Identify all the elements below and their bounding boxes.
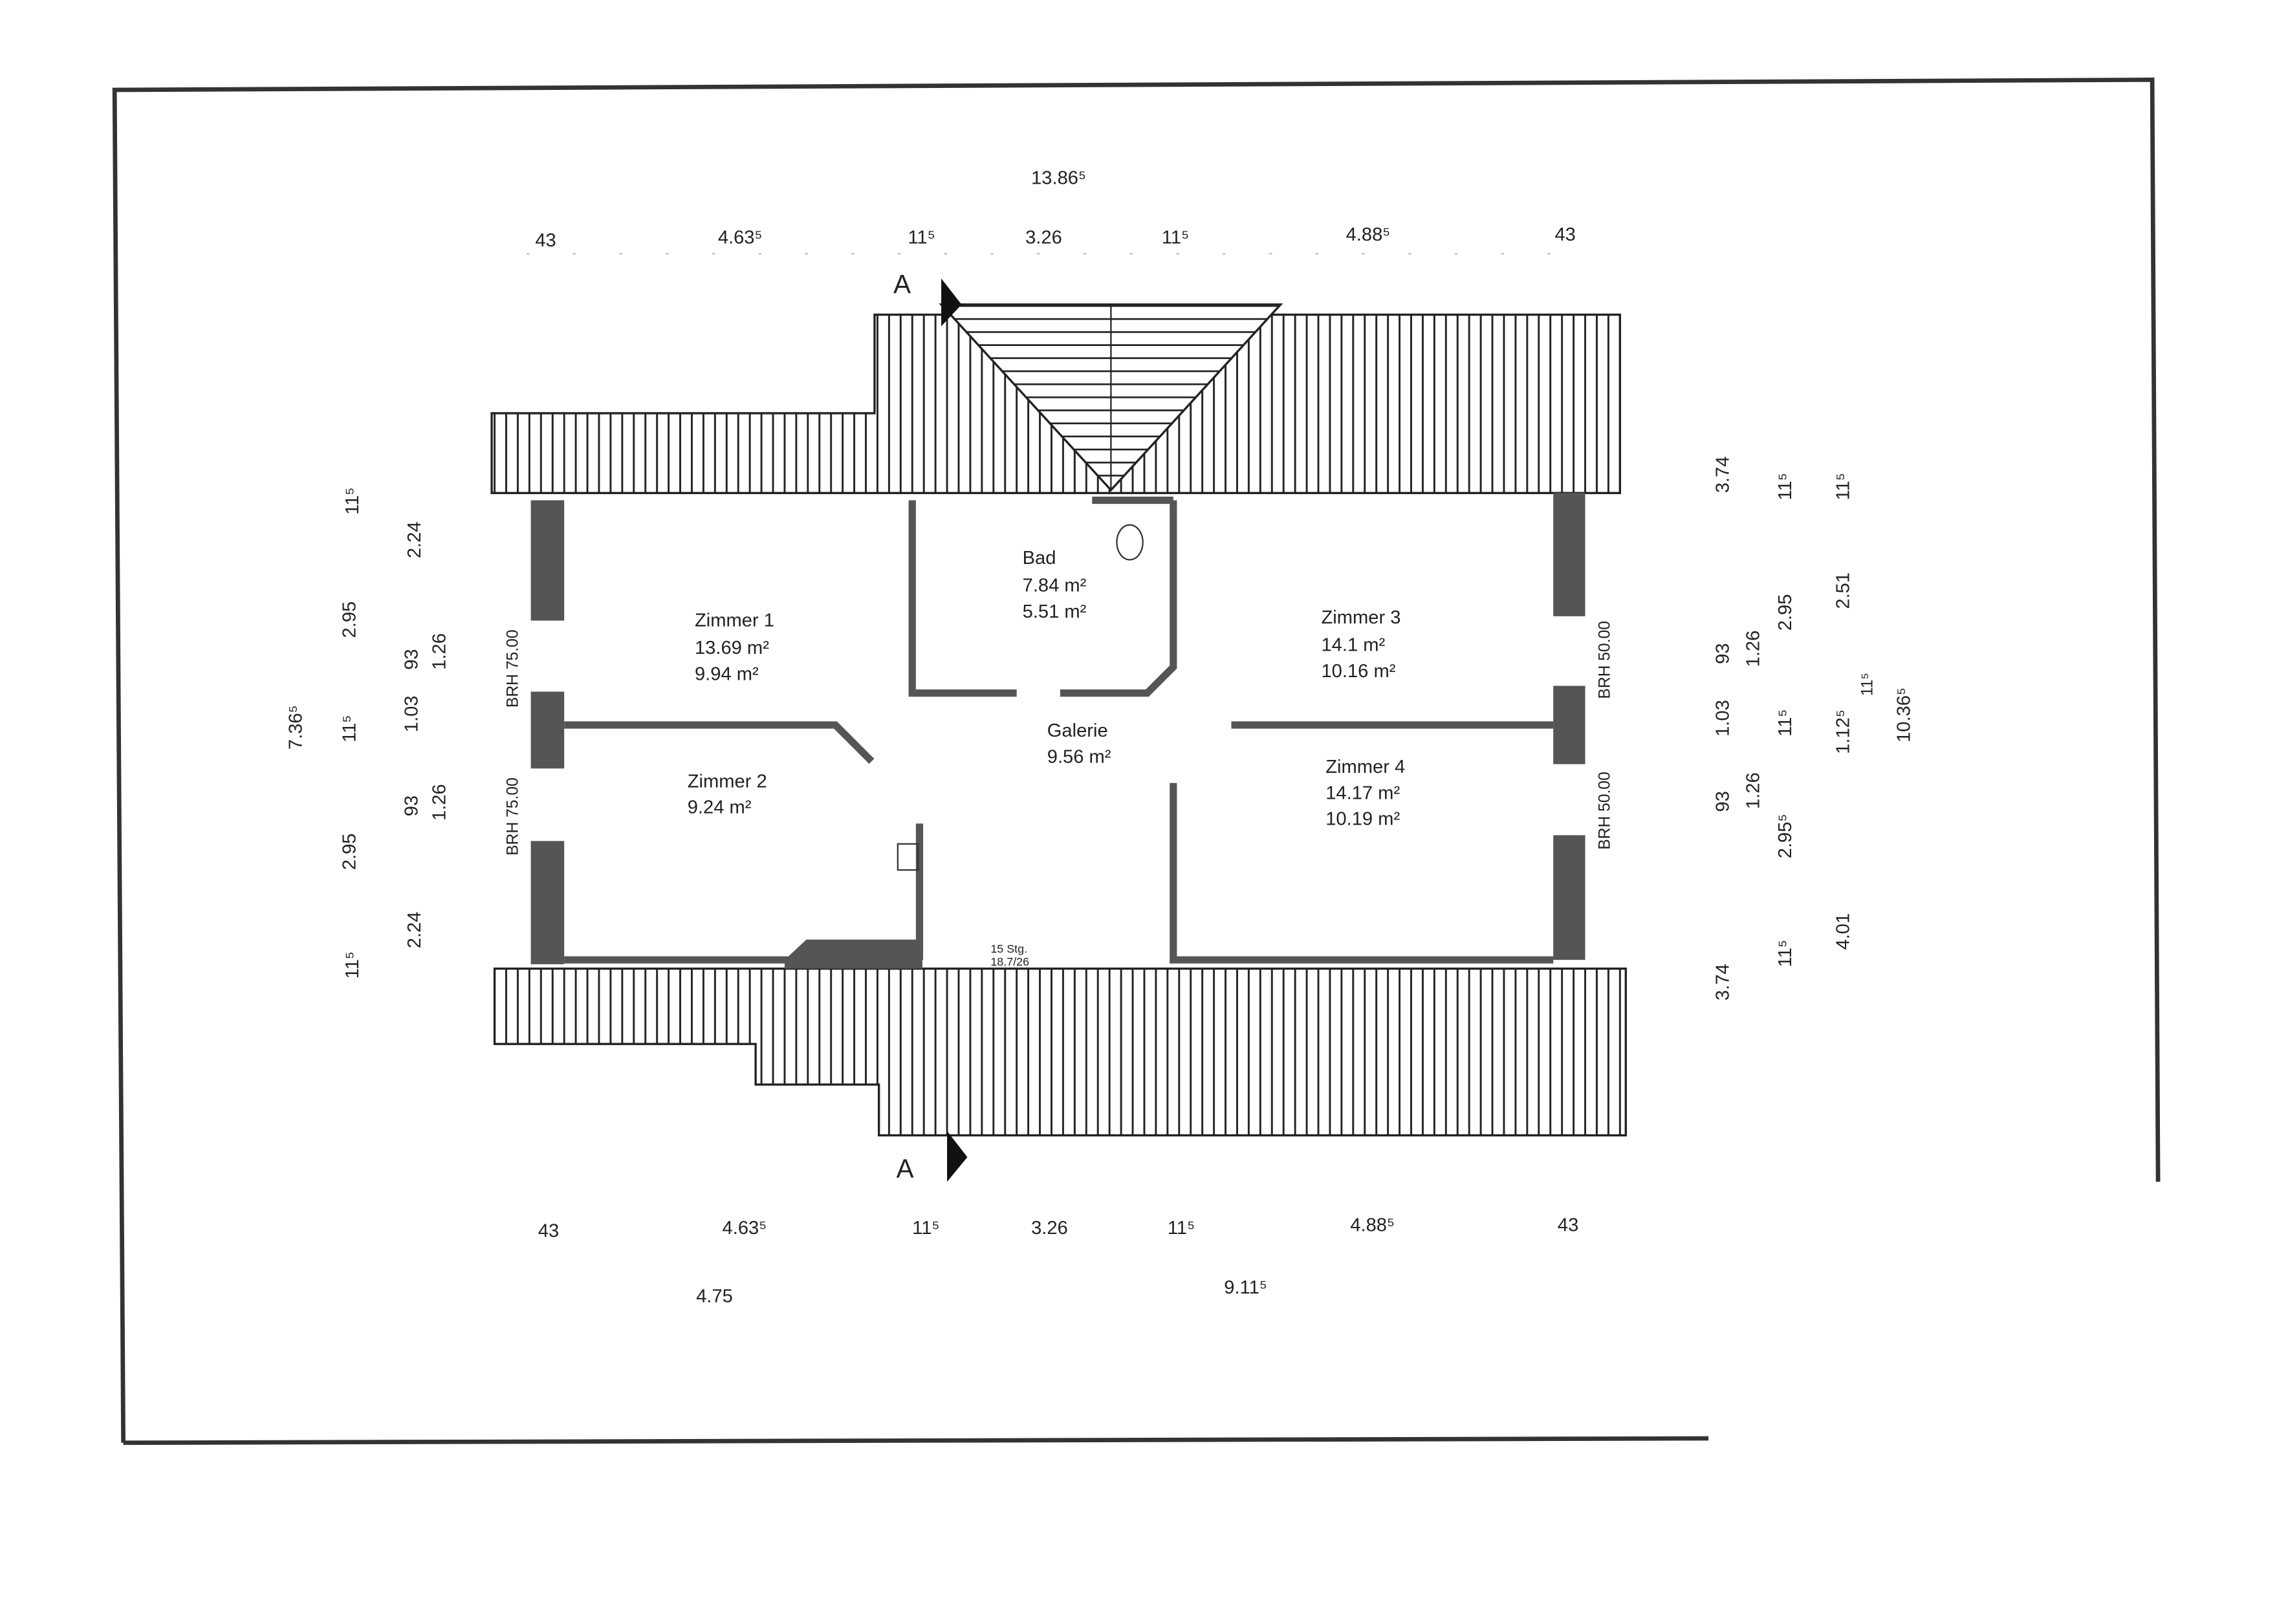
- toilet-icon: [1116, 524, 1144, 561]
- walls: [530, 493, 1585, 969]
- dimension: 1.03: [1712, 700, 1733, 737]
- dimension: 43: [1554, 224, 1575, 245]
- dimension: 3.74: [1712, 964, 1733, 1001]
- dimension: 11⁵: [1775, 940, 1796, 967]
- stairs-steps: 15 Stg.: [990, 942, 1027, 955]
- room-area: 10.16 m²: [1321, 661, 1395, 682]
- dimension: 4.88⁵: [1346, 224, 1391, 245]
- dimension: 2.95: [1775, 594, 1796, 631]
- dimension: 11⁵: [342, 488, 363, 515]
- dimension: 1.26: [1743, 631, 1764, 667]
- room-name: Zimmer 2: [688, 771, 767, 792]
- room-name: Zimmer 1: [695, 611, 774, 631]
- roof-top: [490, 303, 1622, 494]
- chimney-icon: [897, 843, 919, 871]
- dimensions-left: 11⁵ 2.95 11⁵ 2.95 11⁵ 7.36⁵ 2.24 93 1.03…: [285, 488, 450, 979]
- brh-label: BRH 50.00: [1596, 621, 1614, 699]
- room-area: 10.19 m²: [1325, 809, 1400, 830]
- dimensions-top: 13.86⁵ 43 4.63⁵ 11⁵ 3.26 11⁵ 4.88⁵ 43: [526, 168, 1585, 255]
- dimension: 11⁵: [1858, 673, 1876, 696]
- room-area: 5.51 m²: [1023, 601, 1087, 622]
- brh-label: BRH 75.00: [504, 629, 521, 708]
- dimension: 2.24: [404, 912, 425, 949]
- dimension: 1.26: [429, 784, 450, 821]
- dimension: 1.03: [402, 696, 422, 733]
- room-name: Bad: [1023, 548, 1056, 568]
- room-area: 7.84 m²: [1023, 576, 1087, 596]
- dimension: 4.63⁵: [718, 228, 763, 248]
- dimension: 1.26: [429, 633, 450, 670]
- room-area: 14.17 m²: [1325, 783, 1400, 803]
- dimension: 11⁵: [908, 228, 935, 248]
- room-area: 9.24 m²: [688, 797, 752, 818]
- dimension: 43: [535, 230, 556, 251]
- dimension: 93: [1712, 643, 1733, 664]
- dimension: 7.36⁵: [285, 705, 306, 750]
- dimension: 93: [1712, 791, 1733, 812]
- room-area: 13.69 m²: [695, 638, 769, 658]
- dimensions-bottom: 43 4.63⁵ 11⁵ 3.26 11⁵ 4.88⁵ 43 4.75 9.11…: [538, 1215, 1579, 1306]
- dimensions-right: 3.74 93 1.03 93 3.74 1.26 1.26 11⁵ 2.95 …: [1712, 457, 1914, 1001]
- room-name: Zimmer 3: [1321, 607, 1400, 628]
- dimension: 11⁵: [1162, 228, 1189, 248]
- dimension: 11⁵: [1833, 473, 1854, 500]
- dimension: 4.88⁵: [1350, 1215, 1395, 1235]
- dimension: 11⁵: [342, 951, 363, 979]
- dimension: 13.86⁵: [1031, 168, 1086, 189]
- dimension: 1.26: [1743, 772, 1764, 809]
- dimension: 3.26: [1031, 1218, 1068, 1239]
- brh-label: BRH 75.00: [504, 777, 521, 856]
- dimension: 10.36⁵: [1894, 687, 1915, 742]
- room-name: Galerie: [1047, 720, 1108, 741]
- brh-label: BRH 50.00: [1596, 772, 1614, 850]
- dimension: 2.95: [339, 601, 360, 638]
- dimension: 11⁵: [912, 1218, 939, 1239]
- dimension: 93: [402, 649, 422, 669]
- room-area: 14.1 m²: [1321, 635, 1385, 656]
- dimension: 11⁵: [1775, 709, 1796, 737]
- page-frame: [112, 77, 2161, 1445]
- roof-bottom: [493, 967, 1627, 1137]
- dimension: 11⁵: [1775, 473, 1796, 500]
- dimension: 4.75: [696, 1286, 733, 1306]
- room-name: Zimmer 4: [1325, 757, 1405, 777]
- dimension: 3.26: [1025, 228, 1062, 248]
- dimension: 2.95: [339, 833, 360, 870]
- room-area: 9.94 m²: [695, 664, 759, 684]
- dimension: 4.01: [1833, 913, 1854, 950]
- room-area: 9.56 m²: [1047, 746, 1111, 767]
- dimension: 43: [1558, 1215, 1578, 1235]
- dimension: 2.24: [404, 521, 425, 558]
- dimension: 11⁵: [339, 715, 360, 742]
- dimension: 1.12⁵: [1833, 709, 1854, 754]
- dimension: 11⁵: [1168, 1218, 1195, 1239]
- dimension: 3.74: [1712, 457, 1733, 493]
- dimension: 43: [538, 1220, 559, 1241]
- section-label: A: [897, 1153, 914, 1183]
- stairs-ratio: 18.7/26: [990, 955, 1029, 968]
- dimension: 2.51: [1833, 572, 1854, 609]
- section-label: A: [893, 269, 911, 299]
- section-mark-top: A: [893, 269, 962, 327]
- dimension: 93: [402, 796, 422, 816]
- dimension: 4.63⁵: [723, 1218, 767, 1239]
- dimension: 2.95⁵: [1775, 814, 1796, 858]
- dimension: 9.11⁵: [1224, 1277, 1267, 1298]
- section-mark-bottom: A: [897, 1131, 968, 1183]
